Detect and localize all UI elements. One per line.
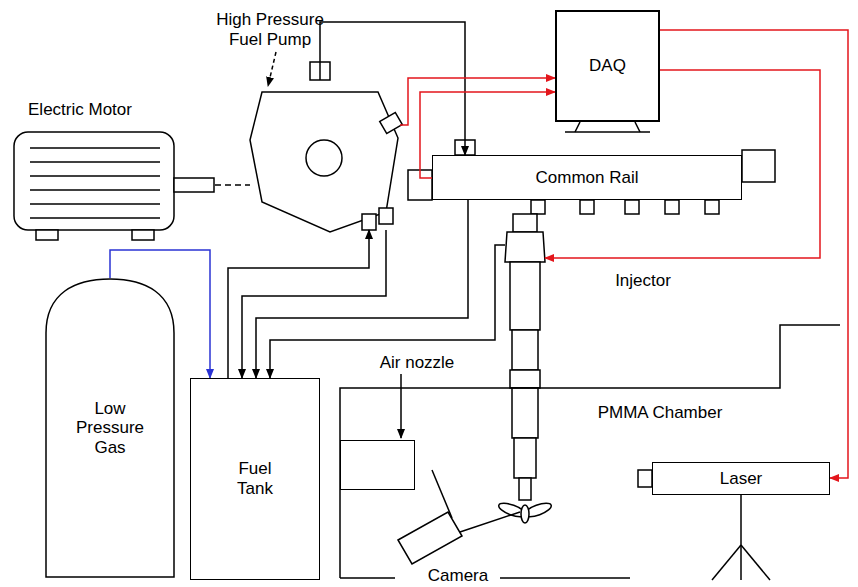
tripod [712,545,741,580]
connector [256,200,468,378]
injector-nozzle [519,478,531,500]
tripod [740,495,742,545]
gas-cylinder: Low Pressure Gas [45,278,175,578]
node-label: Air nozzle [367,353,467,373]
node-label: High Pressure Fuel Pump [210,10,330,49]
injector-cap [505,232,545,262]
connector [270,245,505,378]
rail-cap [742,150,775,182]
pump-sensor [380,112,403,133]
connector [242,230,386,378]
motor-fin [30,161,160,163]
node-label: PMMA Chamber [590,403,730,423]
node-label: Electric Motor [10,100,150,120]
rail-port [531,200,545,214]
pmma-chamber: PMMA ChamberAir nozzleCamera [340,325,840,578]
chamber-wall [340,325,840,578]
tripod [740,545,742,580]
rail-port [580,200,594,214]
injector-segment [512,388,538,438]
rail-port [665,200,679,214]
camera [398,470,520,564]
node-label: Low Pressure Gas [65,399,155,458]
connector [400,78,555,125]
node-label: Common Rail [536,168,639,188]
daq-stand [635,122,640,132]
injector-body [510,262,540,330]
pump: High Pressure Fuel Pump [250,80,400,230]
motor-fin [30,175,160,177]
node-label: Fuel Tank [225,459,285,498]
rail-port [625,200,639,214]
rail-parts [408,140,775,214]
daq-box: DAQ [555,10,660,122]
cylinder-outline [46,279,174,577]
leader-line [400,374,402,438]
pump-shaft [306,140,342,176]
pump-port [362,214,376,230]
camera: Camera [398,512,464,564]
node-label: Camera [418,566,498,586]
electric-motor [14,132,214,240]
rail-port [705,200,719,214]
laser-lens [638,470,652,487]
tripod [741,545,770,580]
fuel-tank: Fuel Tank [190,378,320,580]
camera-body [398,512,462,564]
fuel-pump [250,52,402,232]
injector-segment [514,438,536,478]
leader-line [268,52,276,86]
injector-segment [512,330,538,370]
air-nozzle: Air nozzle [340,440,415,490]
pump-body [250,92,398,232]
motor-fin [30,147,160,149]
laser: Laser [652,462,830,495]
motor-fin [30,203,160,205]
node-label: DAQ [589,56,626,76]
connector [215,184,250,186]
rail-box: Common Rail [432,155,742,200]
node-label: Injector [593,271,693,291]
node-label: Laser [720,469,763,489]
daq-stand [565,131,650,133]
motor-shaft [174,178,214,192]
motor-fin [30,189,160,191]
daq-stand [575,122,580,132]
motor: Electric Motor [10,130,215,240]
motor-foot [132,230,154,240]
spray [521,505,529,523]
injector: Injector [505,214,545,504]
injector-head [513,214,537,232]
connector [320,22,465,155]
connector [228,230,369,378]
motor-fin [30,217,160,219]
injector-segment [510,370,540,388]
motor-body [14,132,174,230]
injector-body [497,214,553,523]
view-line [432,470,452,518]
view-line [460,512,520,532]
pump-port [379,208,393,224]
motor-foot [36,230,58,240]
